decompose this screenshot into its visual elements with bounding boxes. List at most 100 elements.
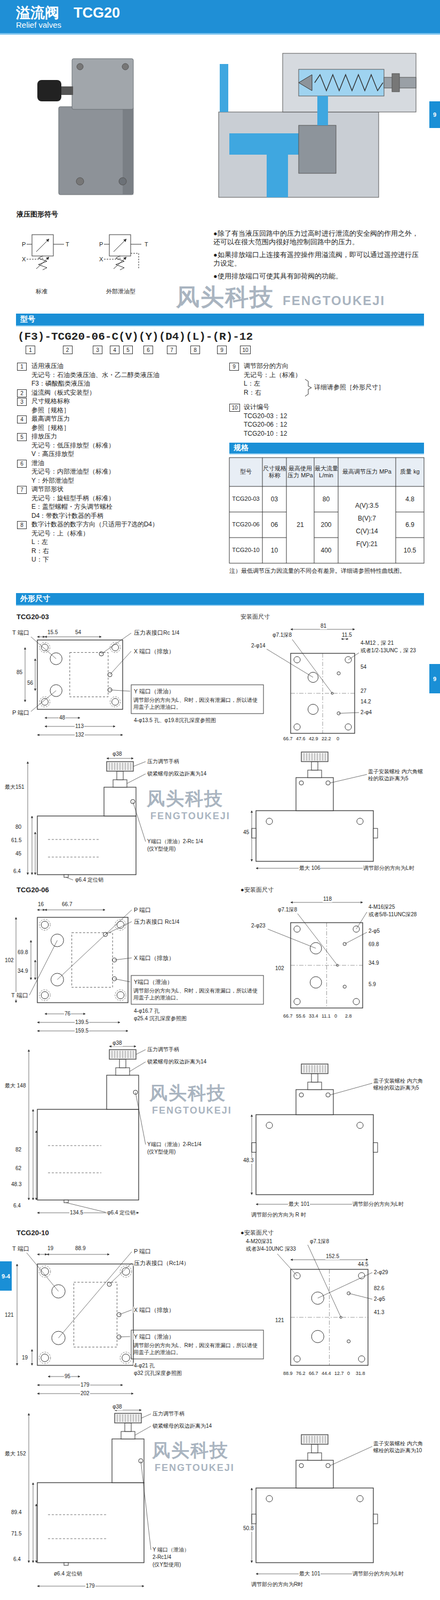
drawing-shape xyxy=(69,652,109,697)
spec-table-cell: 尺寸规格标称 xyxy=(262,465,287,479)
valve-photo xyxy=(59,86,74,95)
leader-line xyxy=(30,690,56,712)
dimension-label: X 端口（排放） xyxy=(133,648,175,655)
dimension-label: 19 xyxy=(46,1245,54,1252)
valve-symbol xyxy=(104,244,110,245)
knurl-line xyxy=(117,1414,118,1422)
hole-circle xyxy=(356,1122,364,1129)
node-text: 6 xyxy=(146,347,150,354)
hidden-line xyxy=(48,1538,107,1540)
cross-section xyxy=(298,74,312,91)
symbol-label: P xyxy=(98,241,104,248)
spec-table-cell: 最高调节压力 MPa xyxy=(338,468,396,476)
knurl-line xyxy=(320,1435,321,1444)
leader-line xyxy=(109,651,132,675)
knurl-line xyxy=(130,1414,132,1422)
hole-circle xyxy=(293,1355,301,1363)
node-text: 1 xyxy=(20,363,24,370)
dimension-label: φ6.4 定位销 xyxy=(106,1209,136,1216)
list-number-box: 5 xyxy=(17,433,27,442)
dimension-line xyxy=(36,1504,37,1563)
dimension-label: 88.9 xyxy=(282,1370,294,1376)
valve-symbol xyxy=(113,238,127,252)
knurl-line xyxy=(125,1414,126,1422)
leader-line xyxy=(267,929,316,949)
node-text: 2 xyxy=(66,347,70,354)
symbol-label: T xyxy=(65,241,70,248)
knurl-line xyxy=(312,753,313,761)
page-tab: 9 xyxy=(429,101,440,128)
hole-circle xyxy=(347,1339,351,1343)
valve-bonnet xyxy=(296,1460,334,1488)
header-rule xyxy=(0,33,440,35)
hole-circle xyxy=(122,1267,130,1276)
hole-circle xyxy=(120,1352,132,1364)
hole-circle xyxy=(50,652,62,665)
hole-circle xyxy=(325,1463,331,1468)
symbol-label: 外部泄油型 xyxy=(105,288,136,295)
hole-circle xyxy=(299,1092,304,1098)
symbol-label: T xyxy=(144,241,149,248)
dimension-label: 132 xyxy=(74,731,85,739)
knurl-line xyxy=(322,1435,324,1444)
knurl-line xyxy=(320,753,321,761)
knurl-line xyxy=(309,1065,310,1073)
dimension-label: 16 xyxy=(37,901,45,908)
hole-circle xyxy=(112,698,119,706)
option-number-box: 8 xyxy=(190,345,200,355)
dimension-label: 压力表接口 Rc1/4 xyxy=(133,918,180,925)
spec-table-cell: TCG20-06 xyxy=(229,521,263,528)
option-text: L：左 xyxy=(243,380,261,388)
dimension-label: 69.8 xyxy=(17,949,29,956)
hole-circle xyxy=(120,1265,132,1278)
section-band: 规格 xyxy=(229,442,424,455)
option-number-box: 6 xyxy=(143,345,154,355)
dimension-label: φ38 xyxy=(112,1040,123,1047)
node-text: 3 xyxy=(96,347,100,354)
dimension-label: 179 xyxy=(85,1582,96,1590)
option-text: TCG20-06：12 xyxy=(243,421,288,429)
knurl-line xyxy=(120,1414,121,1422)
spec-table-cell: C(V):14 xyxy=(338,527,396,535)
dimension-label: ø6.4 定位销 xyxy=(53,1570,83,1578)
dimension-label: 最大 101 xyxy=(298,1570,321,1578)
dimension-label: 95 xyxy=(64,1373,71,1380)
option-number-box: 2 xyxy=(62,345,73,355)
hidden-line xyxy=(48,1514,107,1516)
option-text: 泄油 xyxy=(30,459,45,468)
dimension-label: Y 端口（泄油） xyxy=(133,688,175,695)
knurl-line xyxy=(128,1414,129,1422)
knurl-line xyxy=(306,1435,308,1444)
dimension-line xyxy=(35,658,36,691)
option-text: 详细请参照［外形尺寸］ xyxy=(313,384,386,392)
knurl-line xyxy=(304,1065,305,1073)
dimension-label: 62 xyxy=(14,1165,22,1172)
node-text: 9 xyxy=(433,111,437,118)
dimension-label: 80 xyxy=(14,824,22,831)
option-text: 参照［规格］ xyxy=(30,424,71,432)
drawing-shape xyxy=(72,932,114,988)
dimension-label: 34.9 xyxy=(17,968,29,975)
dimension-label: 34.9 xyxy=(368,960,380,967)
dimension-label: ●安装面尺寸 xyxy=(240,886,275,894)
knurl-line xyxy=(306,753,308,761)
option-number-box: 10 xyxy=(240,345,251,355)
node-text: 1 xyxy=(28,347,32,354)
dimension-label: 69.8 xyxy=(368,941,380,948)
dimension-line xyxy=(46,1254,110,1255)
dimension-label: (仅Y型使用) xyxy=(152,1561,182,1568)
leader-line xyxy=(277,1253,298,1276)
section-band: 外形尺寸 xyxy=(16,593,424,606)
table-rule xyxy=(395,457,397,564)
table-rule xyxy=(314,537,339,539)
knurl-line xyxy=(314,1065,316,1073)
dimension-label: 调节部分的方向为R时 xyxy=(250,1581,304,1588)
mounting-face xyxy=(290,922,363,1008)
knurl-line xyxy=(122,1414,124,1422)
spec-table-cell: 80 xyxy=(314,495,339,503)
adjust-stem xyxy=(119,1059,126,1068)
valve-photo xyxy=(37,80,62,102)
dimension-label: 66.7 xyxy=(282,1013,294,1019)
table-rule xyxy=(395,537,424,539)
knurl-line xyxy=(130,1050,132,1059)
